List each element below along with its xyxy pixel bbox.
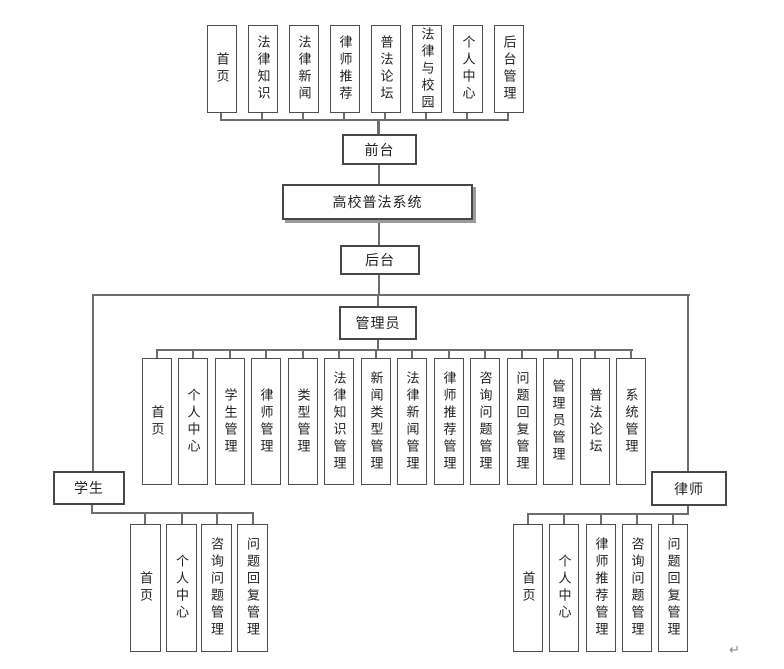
- connector-line: [252, 512, 254, 525]
- node-lawyer-management: 律师管理: [251, 358, 281, 485]
- connector-line: [181, 512, 183, 525]
- node-student-personal-center: 个人中心: [166, 524, 197, 652]
- connector-line: [687, 505, 689, 515]
- connector-line: [378, 164, 380, 185]
- node-lawyer-home: 首页: [513, 524, 543, 652]
- connector-line: [630, 349, 632, 359]
- node-law-and-campus: 法律与校园: [412, 25, 442, 113]
- node-lawyer-recommendation-management: 律师推荐管理: [434, 358, 464, 485]
- node-lawyer-recommendation-mgmt: 律师推荐管理: [586, 524, 616, 652]
- connector-line: [156, 349, 158, 359]
- connector-line: [527, 513, 529, 525]
- node-news-type-management: 新闻类型管理: [361, 358, 391, 485]
- connector-line: [384, 112, 386, 121]
- connector-line: [557, 349, 559, 359]
- node-lawyer: 律师: [651, 471, 727, 506]
- node-lawyer-question-reply-mgmt: 问题回复管理: [658, 524, 688, 652]
- connector-line: [687, 294, 689, 472]
- connector-line: [192, 349, 194, 359]
- node-question-reply-management: 问题回复管理: [507, 358, 537, 485]
- node-student-home: 首页: [130, 524, 161, 652]
- node-legal-news-management: 法律新闻管理: [397, 358, 427, 485]
- node-lawyer-recommendation: 律师推荐: [330, 25, 360, 113]
- node-student-question-reply-mgmt: 问题回复管理: [237, 524, 268, 652]
- node-student-consultation-question-mgmt: 咨询问题管理: [201, 524, 232, 652]
- node-student-management: 学生管理: [215, 358, 245, 485]
- connector-line: [448, 349, 450, 359]
- connector-line: [302, 349, 304, 359]
- connector-line: [156, 349, 633, 351]
- node-personal-center: 个人中心: [453, 25, 483, 113]
- connector-line: [563, 513, 565, 525]
- connector-line: [466, 112, 468, 121]
- node-frontend: 前台: [342, 134, 417, 165]
- connector-line: [229, 349, 231, 359]
- connector-line: [484, 349, 486, 359]
- connector-line: [672, 513, 674, 525]
- paragraph-return-mark: ↵: [729, 643, 740, 658]
- connector-line: [221, 119, 509, 121]
- connector-line: [377, 339, 379, 351]
- node-admin-legal-forum: 普法论坛: [580, 358, 610, 485]
- node-legal-news: 法律新闻: [289, 25, 319, 113]
- connector-line: [425, 112, 427, 121]
- connector-line: [144, 512, 146, 525]
- connector-line: [343, 112, 345, 121]
- connector-line: [377, 294, 379, 307]
- connector-line: [600, 513, 602, 525]
- connector-line: [377, 119, 380, 135]
- node-backend: 后台: [340, 245, 420, 275]
- connector-line: [521, 349, 523, 359]
- connector-line: [378, 219, 380, 246]
- node-student: 学生: [53, 471, 125, 505]
- node-admin-personal-center: 个人中心: [178, 358, 208, 485]
- node-administrator-management: 管理员管理: [543, 358, 573, 485]
- node-backstage-management: 后台管理: [494, 25, 524, 113]
- node-lawyer-personal-center: 个人中心: [549, 524, 579, 652]
- connector-line: [378, 274, 380, 296]
- connector-line: [411, 349, 413, 359]
- node-legal-knowledge-management: 法律知识管理: [324, 358, 354, 485]
- node-system-root: 高校普法系统: [282, 184, 473, 220]
- connector-line: [375, 349, 377, 359]
- node-consultation-question-management: 咨询问题管理: [470, 358, 500, 485]
- node-legal-forum: 普法论坛: [371, 25, 401, 113]
- node-legal-knowledge: 法律知识: [248, 25, 278, 113]
- node-home: 首页: [207, 25, 237, 113]
- connector-line: [527, 513, 689, 515]
- node-admin-home: 首页: [142, 358, 172, 485]
- node-type-management: 类型管理: [288, 358, 318, 485]
- connector-line: [636, 513, 638, 525]
- connector-line: [216, 512, 218, 525]
- connector-line: [92, 294, 94, 472]
- connector-line: [302, 112, 304, 121]
- connector-line: [507, 112, 509, 121]
- connector-line: [338, 349, 340, 359]
- node-system-management: 系统管理: [616, 358, 646, 485]
- connector-line: [261, 112, 263, 121]
- connector-line: [91, 512, 253, 514]
- node-lawyer-consultation-question-mgmt: 咨询问题管理: [622, 524, 652, 652]
- connector-line: [92, 294, 690, 296]
- connector-line: [265, 349, 267, 359]
- connector-line: [91, 504, 93, 514]
- node-administrator: 管理员: [339, 306, 417, 340]
- connector-line: [594, 349, 596, 359]
- connector-line: [220, 112, 222, 121]
